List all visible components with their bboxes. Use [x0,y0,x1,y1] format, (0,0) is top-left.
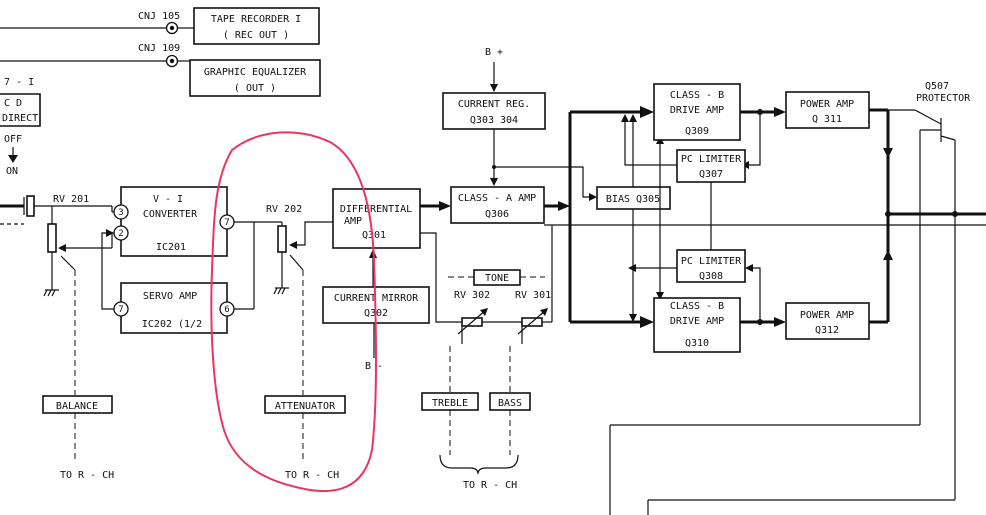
box-balance: BALANCE [42,395,113,414]
classa-line2: Q306 [485,209,509,220]
rv301-label: RV 301 [515,290,551,301]
geq-line2: ( OUT ) [234,83,276,94]
tape-line2: ( REC OUT ) [223,30,289,41]
pau-line1: POWER AMP [800,99,854,110]
servo-line2: IC202 (1/2 [142,319,202,330]
diff-line1: DIFFERENTIAL [340,204,412,215]
pclu-line2: Q307 [699,169,723,180]
bplus-supply: B + [485,47,503,92]
balance-label: BALANCE [56,401,98,412]
vi-line2: CONVERTER [143,209,198,220]
bplus-label: B + [485,47,503,58]
bass-label: BASS [498,398,522,409]
box-bias: BIAS Q305 [596,186,671,210]
vi-line3: IC201 [156,242,186,253]
creg-line2: Q303 304 [470,115,518,126]
protector-label: PROTECTOR [916,93,971,104]
pal-line1: POWER AMP [800,310,854,321]
rv202-section: RV 202 [234,204,333,310]
box-class-b-drive-upper: CLASS - B DRIVE AMP Q309 [653,83,741,141]
on-label: ON [6,166,18,177]
attenuator-label: ATTENUATOR [275,401,336,412]
cd-line2: DIRECT [2,113,38,124]
box-servo-amp: SERVO AMP IC202 (1/2 7 6 [113,282,235,334]
pin-6-label: 6 [224,305,229,315]
cbl-line2: DRIVE AMP [670,316,724,327]
box-differential-amp: DIFFERENTIAL AMP Q301 [332,188,421,249]
q507-label: Q507 [925,81,949,92]
box-class-a-amp: CLASS - A AMP Q306 [450,186,545,224]
jack-cnj109: CNJ 109 [0,43,193,76]
tone-label: TONE [485,273,509,284]
cnj105-label: CNJ 105 [138,11,180,22]
servo-line1: SERVO AMP [143,291,197,302]
pal-line2: Q312 [815,325,839,336]
box-tape-recorder: TAPE RECORDER I ( REC OUT ) [193,7,320,45]
vi-line1: V - I [153,194,183,205]
pin-3-label: 3 [118,208,123,218]
bminus-label: B - [365,361,383,372]
creg-line1: CURRENT REG. [458,99,530,110]
diff-line3: Q301 [362,230,386,241]
to-rch-1: TO R - CH [60,470,114,481]
box-pc-limiter-lower: PC LIMITER Q308 [676,249,746,283]
box-bass: BASS [489,392,531,411]
box-attenuator: ATTENUATOR [264,395,346,414]
box-class-b-drive-lower: CLASS - B DRIVE AMP Q310 [653,297,741,353]
cbu-line3: Q309 [685,126,709,137]
diff-line2: AMP [344,216,362,227]
tape-line1: TAPE RECORDER I [211,14,301,25]
cnj109-label: CNJ 109 [138,43,180,54]
input-section: RV 201 [0,194,112,297]
bias-label: BIAS Q305 [606,194,660,205]
pin-7b-label: 7 [118,305,123,315]
pcll-line2: Q308 [699,271,723,282]
pin-7a-label: 7 [224,218,229,228]
jack-cnj105: CNJ 105 [0,11,194,35]
box-power-amp-upper: POWER AMP Q 311 [785,91,870,129]
switch-id-label: 7 - I [4,77,34,88]
to-rch-3: TO R - CH [463,480,517,491]
tone-section: TONE RV 302 RV 301 [448,225,553,392]
pin-2-label: 2 [118,229,123,239]
cbl-line1: CLASS - B [670,301,724,312]
box-pc-limiter-upper: PC LIMITER Q307 [676,149,746,183]
classa-line1: CLASS - A AMP [458,193,536,204]
off-label: OFF [4,134,22,145]
box-vi-converter: V - I CONVERTER IC201 3 2 7 [113,186,235,257]
cbu-line2: DRIVE AMP [670,105,724,116]
box-graphic-equalizer: GRAPHIC EQUALIZER ( OUT ) [189,59,321,97]
box-power-amp-lower: POWER AMP Q312 [785,302,870,340]
pclu-line1: PC LIMITER [681,154,742,165]
box-cd-direct: 7 - I C D DIRECT OFF ON [0,77,41,177]
geq-line1: GRAPHIC EQUALIZER [204,67,307,78]
treble-label: TREBLE [432,398,468,409]
box-current-reg: CURRENT REG. Q303 304 [442,92,546,130]
rv201-label: RV 201 [53,194,89,205]
box-treble: TREBLE [421,392,479,411]
protector-q507: Q507 PROTECTOR [609,81,971,515]
pcll-line1: PC LIMITER [681,256,742,267]
cbl-line3: Q310 [685,338,709,349]
cbu-line1: CLASS - B [670,90,724,101]
cd-line1: C D [4,98,22,109]
pau-line2: Q 311 [812,114,842,125]
rv302-label: RV 302 [454,290,490,301]
to-rch-2: TO R - CH [285,470,339,481]
rv202-label: RV 202 [266,204,302,215]
red-annotation-ellipse [210,131,377,493]
mirror-line1: CURRENT MIRROR [334,293,419,304]
